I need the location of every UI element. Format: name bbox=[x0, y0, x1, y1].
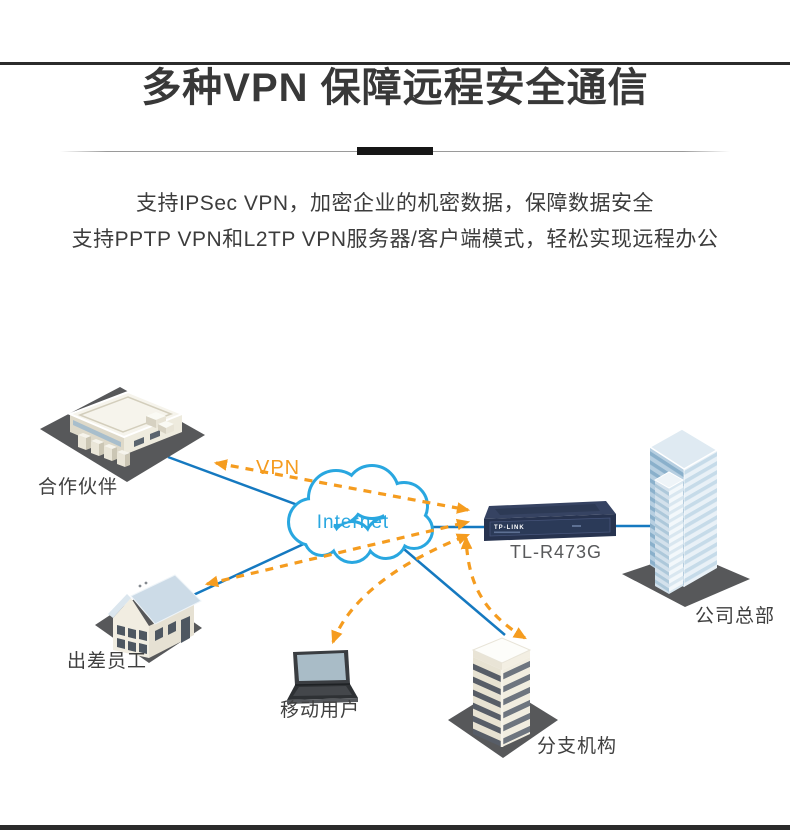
rooftop-unit bbox=[158, 421, 174, 434]
unit-top bbox=[146, 412, 166, 420]
description-line-1: 支持IPSec VPN，加密企业的机密数据，保障数据安全 bbox=[135, 192, 655, 215]
window bbox=[128, 641, 136, 652]
door bbox=[181, 616, 190, 643]
label-branch: 分支机构 bbox=[537, 735, 617, 757]
window bbox=[150, 430, 160, 440]
loading-pillars bbox=[78, 433, 130, 467]
topology-svg: Internet VPN TP-LINK TL-R473G 合作伙伴 出差员工 … bbox=[38, 387, 775, 758]
vpn-tunnel-partner bbox=[213, 459, 471, 514]
label-partner: 合作伙伴 bbox=[38, 476, 118, 498]
vpn-tunnel-label: VPN bbox=[256, 457, 300, 479]
hq-annex-left-face bbox=[655, 480, 669, 594]
branch-right-face bbox=[502, 657, 530, 747]
branch-roof-rim-right bbox=[502, 650, 530, 670]
unit-side bbox=[166, 424, 174, 434]
branch-roof bbox=[471, 637, 532, 664]
headquarters-tower-icon bbox=[622, 428, 750, 607]
window bbox=[117, 638, 125, 649]
link-cloud-traveler bbox=[175, 540, 309, 605]
router-brand-label: TP-LINK bbox=[494, 525, 525, 531]
pillar bbox=[78, 435, 86, 450]
laptop-hinge bbox=[294, 683, 351, 686]
feature-description: 支持IPSec VPN，加密企业的机密数据，保障数据安全 支持PPTP VPN和… bbox=[0, 186, 790, 258]
bottom-section-edge bbox=[0, 825, 790, 830]
vpn-tunnel-mobile bbox=[331, 533, 471, 645]
traveler-house-icon bbox=[95, 574, 202, 663]
partner-building-icon bbox=[40, 387, 205, 482]
pillar bbox=[86, 436, 91, 450]
label-mobile-user: 移动用户 bbox=[280, 699, 360, 721]
roof-vent bbox=[144, 581, 148, 585]
vpn-topology-diagram: Internet VPN TP-LINK TL-R473G 合作伙伴 出差员工 … bbox=[0, 362, 790, 822]
branch-building-icon bbox=[448, 637, 558, 758]
roof-vent bbox=[138, 584, 142, 588]
window bbox=[134, 437, 144, 447]
cloud-label: Internet bbox=[317, 512, 389, 533]
label-traveler: 出差员工 bbox=[67, 650, 147, 672]
window bbox=[139, 630, 147, 641]
window bbox=[128, 628, 136, 639]
branch-roof-rim-left bbox=[473, 650, 502, 670]
branch-left-face bbox=[473, 657, 502, 747]
window-band bbox=[73, 420, 121, 447]
window bbox=[168, 621, 176, 635]
laptop-keyboard bbox=[293, 686, 352, 696]
unit-front bbox=[158, 424, 166, 434]
vpn-tunnel-branch bbox=[460, 535, 527, 640]
house-roof-overhang bbox=[108, 594, 131, 618]
pillar bbox=[91, 441, 99, 456]
router-led-panel bbox=[572, 525, 581, 527]
top-section-edge bbox=[0, 62, 790, 65]
hq-annex-right-face bbox=[669, 480, 683, 594]
vpn-tunnels bbox=[204, 459, 527, 645]
house-windows bbox=[117, 616, 190, 654]
laptop-display bbox=[297, 653, 346, 681]
page-title: 多种VPN 保障远程安全通信 bbox=[141, 66, 649, 110]
label-headquarters: 公司总部 bbox=[695, 605, 775, 627]
divider-accent-bar bbox=[357, 147, 433, 155]
partner-roof bbox=[67, 390, 185, 439]
window bbox=[117, 625, 125, 636]
pillar bbox=[91, 439, 104, 444]
pillar bbox=[117, 452, 125, 467]
router-model-label: TL-R473G bbox=[510, 542, 602, 562]
house-roof bbox=[130, 574, 202, 625]
window bbox=[155, 627, 163, 641]
description-line-2: 支持PPTP VPN和L2TP VPN服务器/客户端模式，轻松实现远程办公 bbox=[71, 228, 719, 251]
laptop-front-lip bbox=[287, 698, 358, 704]
pillar bbox=[99, 442, 104, 456]
pillar bbox=[104, 446, 112, 461]
hq-right-face bbox=[684, 450, 717, 587]
link-cloud-branch bbox=[397, 543, 506, 636]
pillar bbox=[125, 453, 130, 467]
title-divider bbox=[60, 147, 730, 156]
hq-roof bbox=[648, 428, 719, 470]
pillar bbox=[104, 444, 117, 449]
unit-top bbox=[158, 421, 174, 428]
laptop-icon bbox=[287, 650, 358, 704]
router-model-print bbox=[494, 531, 520, 534]
router-top-sheen bbox=[495, 504, 600, 515]
pillar bbox=[117, 450, 130, 455]
pillar bbox=[112, 447, 117, 461]
pillar bbox=[78, 433, 91, 438]
window bbox=[139, 643, 147, 654]
hq-annex-roof bbox=[653, 471, 685, 489]
partner-roof-border bbox=[77, 396, 174, 433]
router-device: TP-LINK TL-R473G bbox=[484, 501, 616, 562]
node-labels: 合作伙伴 出差员工 移动用户 分支机构 公司总部 bbox=[38, 476, 775, 757]
